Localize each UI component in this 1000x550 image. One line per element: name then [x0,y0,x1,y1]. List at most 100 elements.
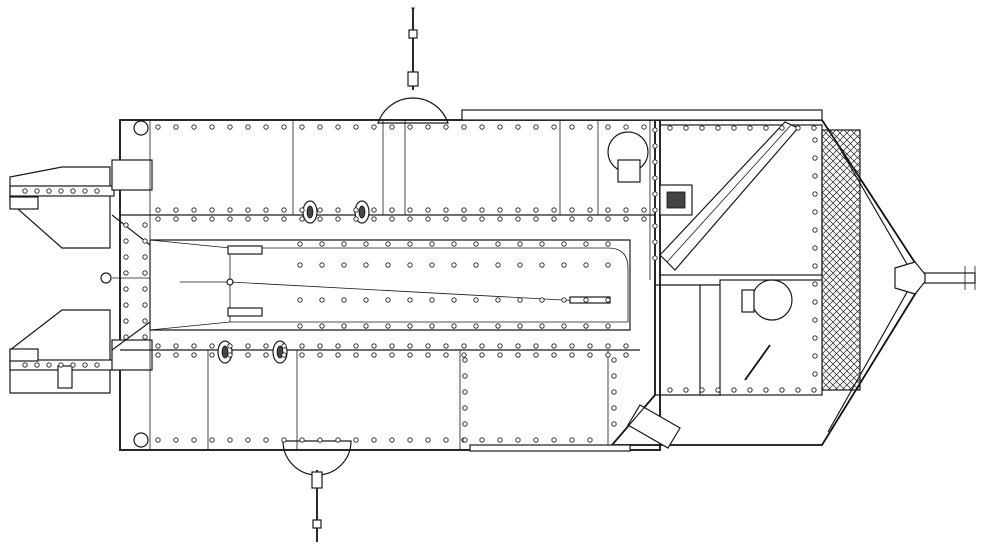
rivet [747,125,753,131]
rivet [473,241,479,247]
rivet [245,352,251,358]
rivet [299,343,305,349]
rivet [297,323,303,329]
rivet [515,437,521,443]
rivet [123,238,129,244]
rivet [371,207,377,213]
rivet [389,216,395,222]
rivet [317,124,323,130]
rivet [517,323,523,329]
rivet [605,323,611,329]
rivet [551,216,557,222]
rivet [569,437,575,443]
rivet [209,437,215,443]
rivet [363,323,369,329]
rivet [335,437,341,443]
rivet [779,125,785,131]
exhaust-pipe [627,404,681,449]
rivet [142,270,148,276]
rivet [389,207,395,213]
rivet [497,207,503,213]
rivet [533,343,539,349]
rivet [227,124,233,130]
rivet [46,188,52,194]
top-wheel-assembly [377,7,449,124]
rivet [569,124,575,130]
rivet [385,262,391,268]
rivet [652,143,658,149]
rivet [209,216,215,222]
rivet [652,255,658,261]
rivet [583,241,589,247]
rivet [479,216,485,222]
rivet [155,343,161,349]
rivet [623,343,629,349]
rivet [191,437,197,443]
rivet [70,362,76,368]
rivet [385,297,391,303]
rivet [479,437,485,443]
rivet [335,207,341,213]
rivet [227,216,233,222]
rivet [683,387,689,393]
rivet [495,241,501,247]
rivet [173,124,179,130]
rivet [812,245,818,251]
rivet [497,216,503,222]
rivet [699,387,705,393]
rivet [812,173,818,179]
rivets [22,124,818,443]
top-rail [461,109,823,121]
rear-fin-lower [9,309,111,394]
rivet [389,124,395,130]
rivet [587,216,593,222]
rivet [123,286,129,292]
rivet [263,343,269,349]
rivet [587,207,593,213]
rivet [297,241,303,247]
rivet [389,437,395,443]
rivet [461,216,467,222]
rivet [539,241,545,247]
rivet [479,124,485,130]
rivet [451,262,457,268]
rivet [569,343,575,349]
rivet [812,371,818,377]
rivet [443,124,449,130]
rivet [281,216,287,222]
rivet [812,191,818,197]
rivet [82,188,88,194]
rivet [763,125,769,131]
rivet [363,241,369,247]
rivet [385,323,391,329]
rivet [335,352,341,358]
rivet [173,343,179,349]
rivet [443,352,449,358]
rivet [155,124,161,130]
rivet [407,297,413,303]
rivet [155,207,161,213]
oval-hatches [217,200,370,364]
rivet [652,127,658,133]
rivet [497,352,503,358]
rivet [515,216,521,222]
rivet [142,334,148,340]
rivet [451,323,457,329]
rivet [407,352,413,358]
rivet [341,262,347,268]
rivet [812,353,818,359]
rivet [429,297,435,303]
rivet [425,437,431,443]
rivet [407,216,413,222]
rivet [341,323,347,329]
rivet [353,207,359,213]
rivet [335,343,341,349]
rivet [667,125,673,131]
rivet [515,207,521,213]
rivet [539,262,545,268]
rivet [605,207,611,213]
rivet [389,343,395,349]
hatched-panel [821,129,861,391]
rivet [263,124,269,130]
rivet [811,125,817,131]
